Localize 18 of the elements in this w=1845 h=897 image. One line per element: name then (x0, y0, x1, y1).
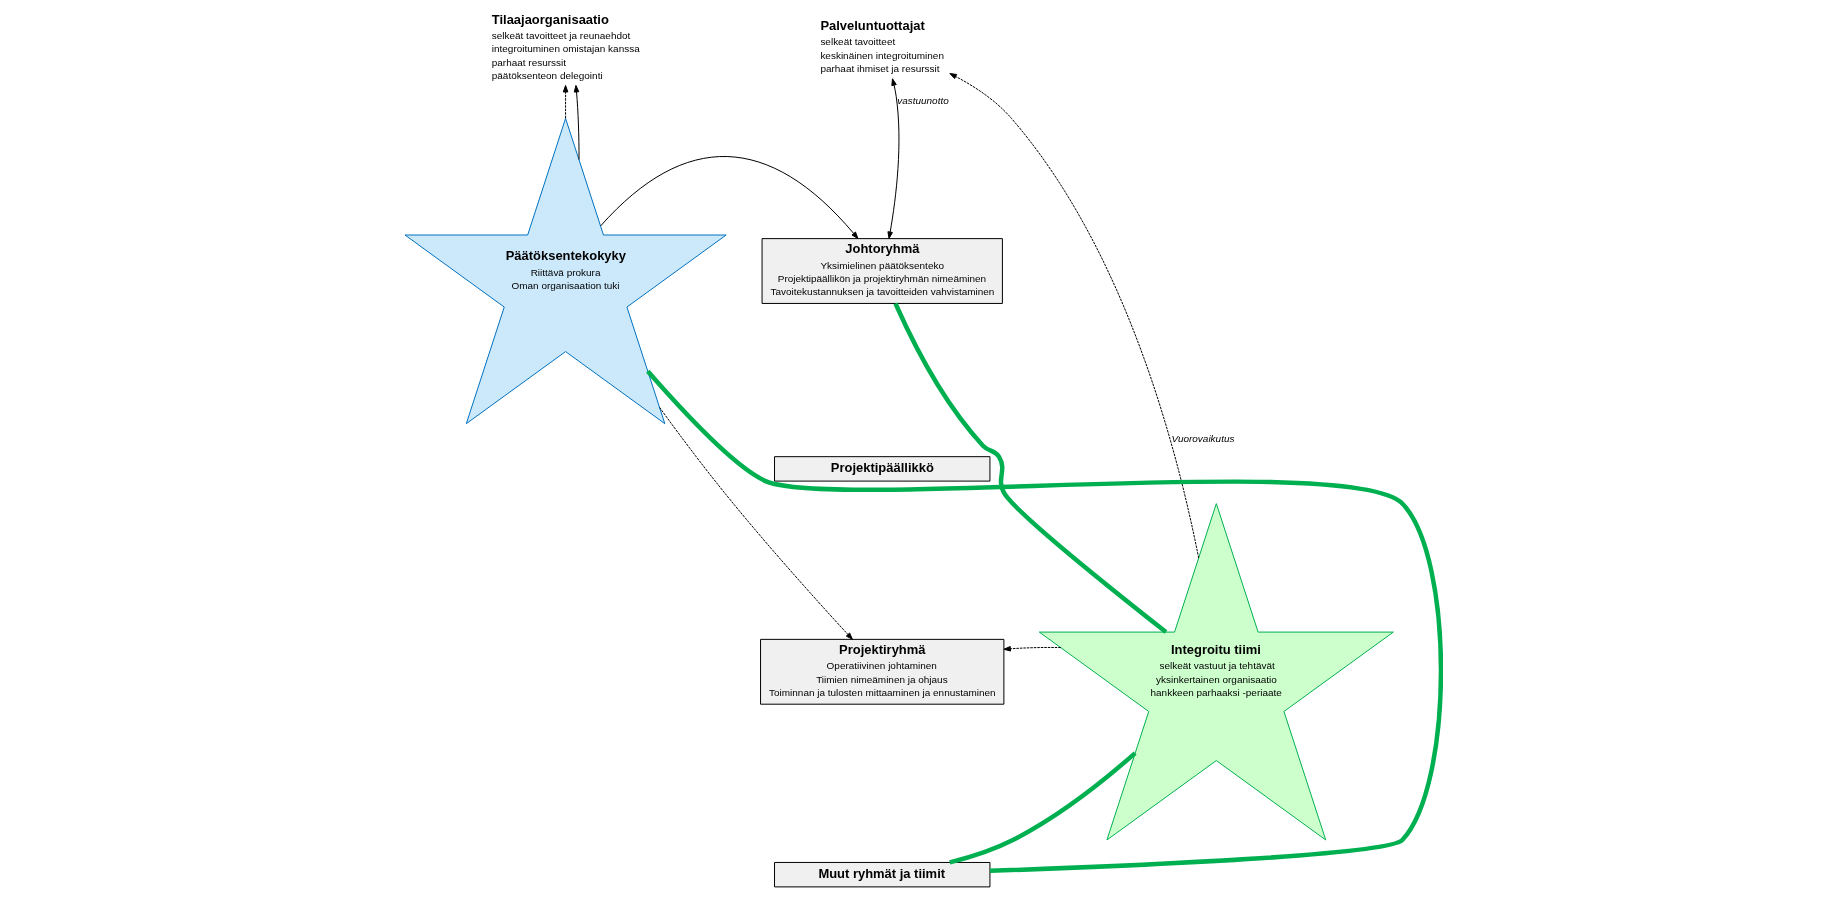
arrow (948, 73, 1199, 559)
arrow (658, 406, 853, 640)
connector (948, 751, 1137, 865)
arrow (573, 84, 580, 161)
arrow (886, 78, 899, 239)
edge-label: vastuunotto (896, 94, 949, 106)
node-box: Johtoryhmä Yksimielinen päätöksenteko Projektipäällikön ja projektiryhmän nimeäminen Tavoitekustannuksen ja tavoitteiden vahvistaminen (761, 238, 1003, 304)
arrow (1002, 646, 1061, 652)
arrow (599, 156, 858, 240)
edge-label: Vuorovaikutus (1170, 433, 1234, 445)
connector (892, 302, 1167, 634)
node-box: Projektiryhmä Operatiivinen johtaminen Tiimien nimeäminen ja ohjaus Toiminnan ja tulosten mittaaminen ja ennustaminen (759, 638, 1004, 705)
node-box: Projektipäällikkö (773, 456, 990, 482)
node-text: Tilaajaorganisaatio selkeät tavoitteet ja reunaehdot integroituminen omistajan kanssa parhaat resurssit päätöksenteon delegointi (491, 11, 640, 82)
connector (645, 369, 1443, 874)
arrow (562, 84, 568, 119)
node-box: Muut ryhmät ja tiimit (773, 861, 990, 888)
node-text: Palveluntuottajat selkeät tavoitteet keskinäinen integroituminen parhaat ihmiset ja resurssit (819, 18, 944, 75)
